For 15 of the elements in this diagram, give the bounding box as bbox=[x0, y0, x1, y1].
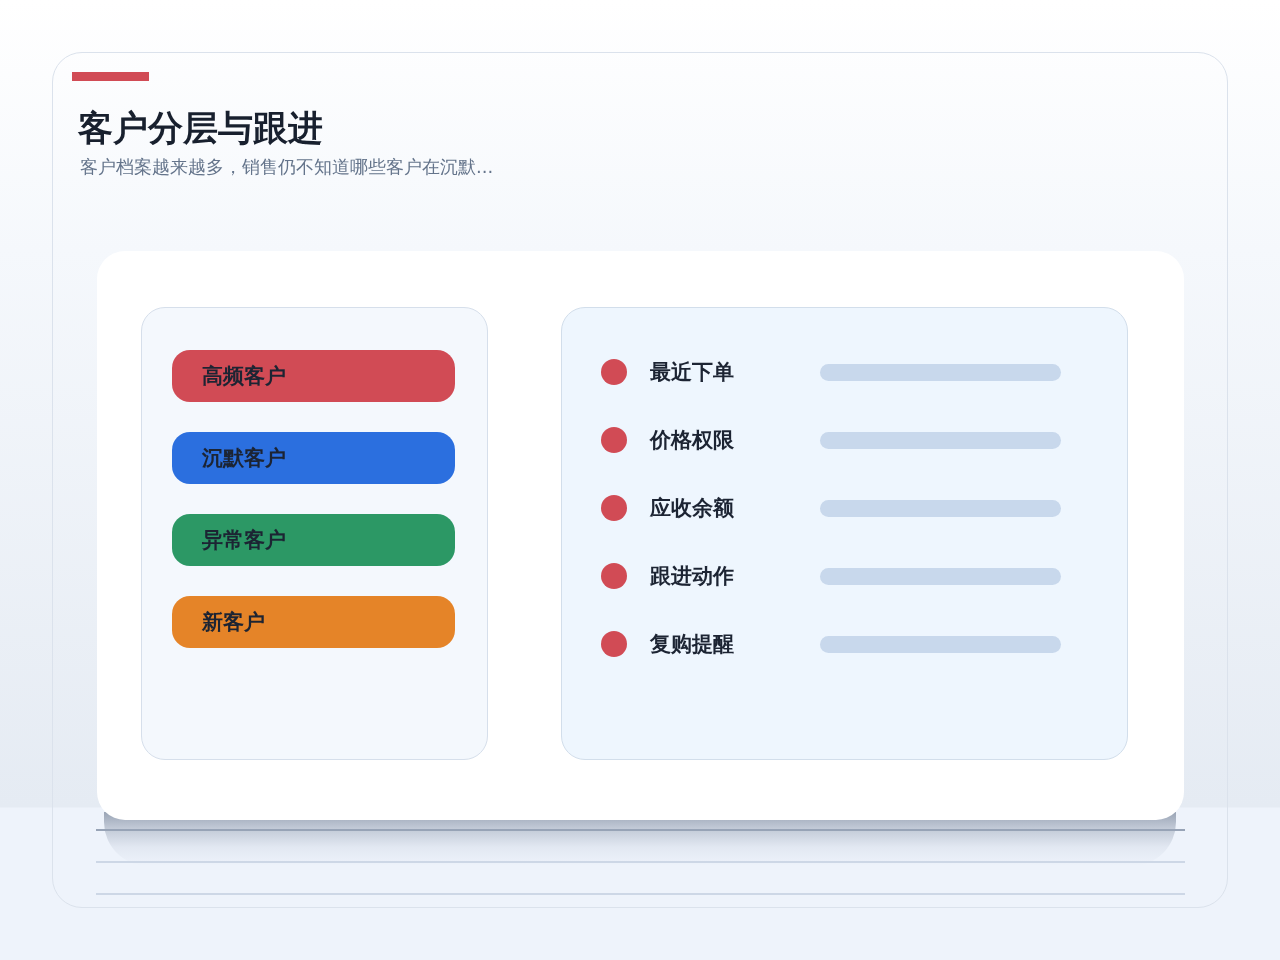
field-label: 最近下单 bbox=[650, 359, 734, 386]
title: 客户分层与跟进 bbox=[78, 107, 323, 150]
category-tag: 异常客户 bbox=[172, 514, 455, 566]
field-label: 复购提醒 bbox=[650, 631, 734, 658]
field-label: 价格权限 bbox=[650, 427, 734, 454]
subtitle: 客户档案越来越多，销售仍不知道哪些客户在沉默... bbox=[80, 155, 494, 179]
tag-panel bbox=[141, 307, 488, 760]
category-tag: 高频客户 bbox=[172, 350, 455, 402]
content-card bbox=[97, 251, 1184, 820]
field-label: 应收余额 bbox=[650, 495, 734, 522]
field-list-panel bbox=[561, 307, 1128, 760]
category-tag: 新客户 bbox=[172, 596, 455, 648]
category-tag: 沉默客户 bbox=[172, 432, 455, 484]
card-frame bbox=[52, 52, 1228, 908]
field-label: 跟进动作 bbox=[650, 563, 734, 590]
